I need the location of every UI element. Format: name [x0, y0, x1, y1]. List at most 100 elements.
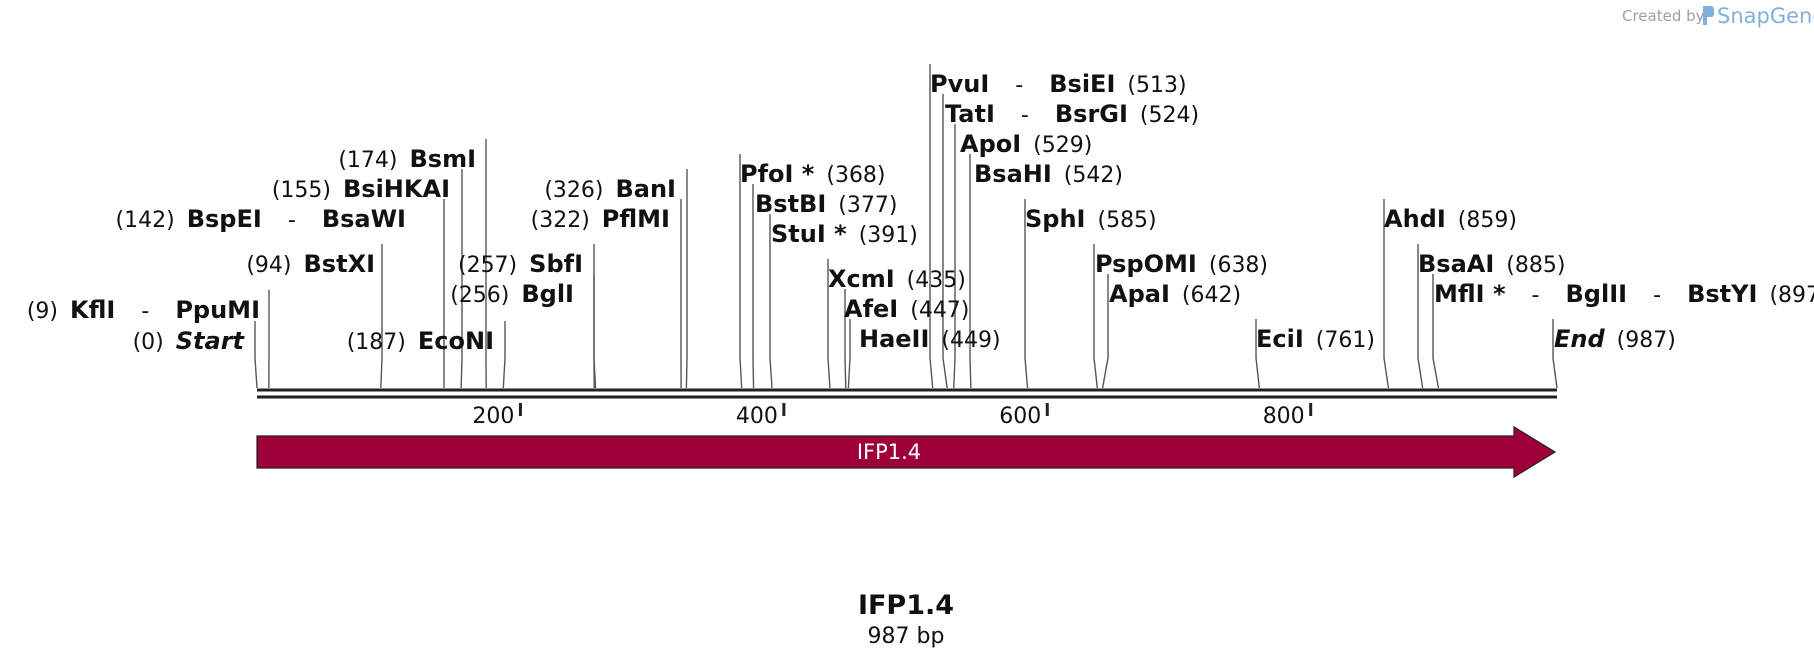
feature-arrow[interactable] [256, 425, 1557, 479]
site-position: (435) [907, 268, 966, 293]
site-enzyme-name: AfeI [844, 295, 898, 323]
site-position: (513) [1127, 73, 1186, 98]
feature-ifp14[interactable]: IFP1.4 [256, 425, 1557, 479]
site-position: (542) [1064, 163, 1123, 188]
site-leader-line [847, 319, 851, 389]
site-leader-line [969, 154, 972, 389]
site-label[interactable]: EciI (761) [1256, 325, 1375, 353]
site-label[interactable]: End(987) [1554, 325, 1676, 353]
site-leader-line [1417, 244, 1424, 389]
snapgene-logo-icon [1703, 6, 1714, 25]
site-enzyme-name: PflMI [602, 205, 670, 233]
site-enzyme-name: PfoI * [740, 160, 815, 188]
site-label[interactable]: (142)BspEI-BsaWI [116, 205, 406, 233]
site-label[interactable]: TatI-BsrGI(524) [945, 100, 1199, 128]
credit-brand: SnapGene [1717, 4, 1814, 28]
site-label[interactable]: (326)BanI [544, 175, 676, 203]
site-enzyme-name: EciI [1256, 325, 1304, 353]
site-leader-line [769, 214, 773, 389]
site-enzyme-name: XcmI [828, 265, 895, 293]
site-enzyme-name: BstYI [1687, 280, 1757, 308]
site-label[interactable]: HaeII (449) [859, 325, 1001, 353]
site-leader-line [1255, 319, 1261, 389]
site-position: (174) [338, 148, 397, 173]
site-labels: (0)Start (9)KflI-PpuMI (94)BstXI (187)EcoNI… [27, 70, 1814, 355]
site-enzyme-name: BglI [521, 280, 574, 308]
site-leader-line [460, 169, 463, 389]
site-enzyme-name: PpuMI [175, 296, 260, 324]
site-separator: - [1021, 103, 1029, 128]
feature-label: IFP1.4 [857, 440, 921, 464]
site-position: (642) [1182, 283, 1241, 308]
site-separator: - [1532, 283, 1540, 308]
site-leader-line [380, 244, 383, 389]
site-separator: - [1653, 283, 1661, 308]
site-enzyme-name: BsiHKAI [343, 175, 450, 203]
site-enzyme-name: BspEI [187, 205, 262, 233]
site-enzyme-name: StuI * [771, 220, 847, 248]
site-position: (256) [450, 283, 509, 308]
site-position: (142) [116, 208, 175, 233]
ruler-tick-label: 600 [999, 404, 1041, 429]
site-position: (257) [458, 253, 517, 278]
site-label[interactable]: XcmI (435) [828, 265, 966, 293]
site-position: (155) [272, 178, 331, 203]
site-label[interactable]: BsaAI (885) [1418, 250, 1565, 278]
site-separator: - [288, 208, 296, 233]
site-label[interactable]: (322)PflMI [531, 205, 670, 233]
site-label[interactable]: (256) BglI [450, 280, 574, 308]
site-leader-line [739, 154, 743, 389]
site-enzyme-name: BsaAI [1418, 250, 1494, 278]
site-leader-line [1552, 319, 1558, 389]
site-label[interactable]: (155) BsiHKAI [272, 175, 450, 203]
site-label[interactable]: PspOMI(638) [1095, 250, 1268, 278]
site-label[interactable]: (187)EcoNI [347, 327, 494, 355]
site-position: (761) [1316, 328, 1375, 353]
site-separator: - [1015, 73, 1023, 98]
site-leader-line [953, 124, 956, 389]
site-label[interactable]: AhdI(859) [1384, 205, 1517, 233]
site-enzyme-name: BglII [1566, 280, 1628, 308]
site-position: (859) [1458, 208, 1517, 233]
site-label[interactable]: PfoI *(368) [740, 160, 886, 188]
sequence-name: IFP1.4 [858, 590, 954, 621]
site-position: (885) [1506, 253, 1565, 278]
site-leader-line [1383, 199, 1390, 389]
site-label[interactable]: (0)Start [133, 327, 246, 355]
site-enzyme-name: BsiEI [1049, 70, 1115, 98]
site-leader-line [752, 184, 755, 389]
site-position: (449) [941, 328, 1000, 353]
site-label[interactable]: (94)BstXI [246, 250, 375, 278]
site-label[interactable]: AfeI (447) [844, 295, 969, 323]
site-label[interactable]: (9)KflI-PpuMI [27, 296, 260, 324]
site-label[interactable]: MflI *-BglII-BstYI(897) [1434, 280, 1814, 308]
site-enzyme-name: PvuI [930, 70, 989, 98]
ruler-tick-label: 400 [736, 404, 778, 429]
site-label[interactable]: PvuI - BsiEI (513) [930, 70, 1187, 98]
site-leader-line [502, 321, 506, 389]
site-label[interactable]: BstBI(377) [755, 190, 897, 218]
site-enzyme-name: TatI [945, 100, 995, 128]
site-label[interactable]: StuI * (391) [771, 220, 918, 248]
site-enzyme-name: BstBI [755, 190, 826, 218]
site-leader-line [1024, 199, 1029, 389]
site-label[interactable]: ApoI(529) [960, 130, 1092, 158]
ruler-tick-label: 200 [472, 404, 514, 429]
site-label[interactable]: (257)SbfI [458, 250, 583, 278]
site-enzyme-name: KflI [70, 296, 115, 324]
site-position: (0) [133, 330, 164, 355]
credit-prefix: Created by [1622, 7, 1705, 25]
site-leader-line [1101, 274, 1109, 389]
site-enzyme-name: HaeII [859, 325, 929, 353]
site-position: (585) [1097, 208, 1156, 233]
site-label[interactable]: ApaI(642) [1109, 280, 1241, 308]
site-label[interactable]: SphI(585) [1025, 205, 1157, 233]
site-position: (447) [910, 298, 969, 323]
site-label[interactable]: BsaHI(542) [974, 160, 1123, 188]
site-leader-line [1093, 244, 1099, 389]
site-enzyme-name: BstXI [304, 250, 375, 278]
site-label[interactable]: (174)BsmI [338, 145, 476, 173]
site-position: (391) [859, 223, 918, 248]
snapgene-credit[interactable]: Created by SnapGene [1622, 4, 1814, 28]
